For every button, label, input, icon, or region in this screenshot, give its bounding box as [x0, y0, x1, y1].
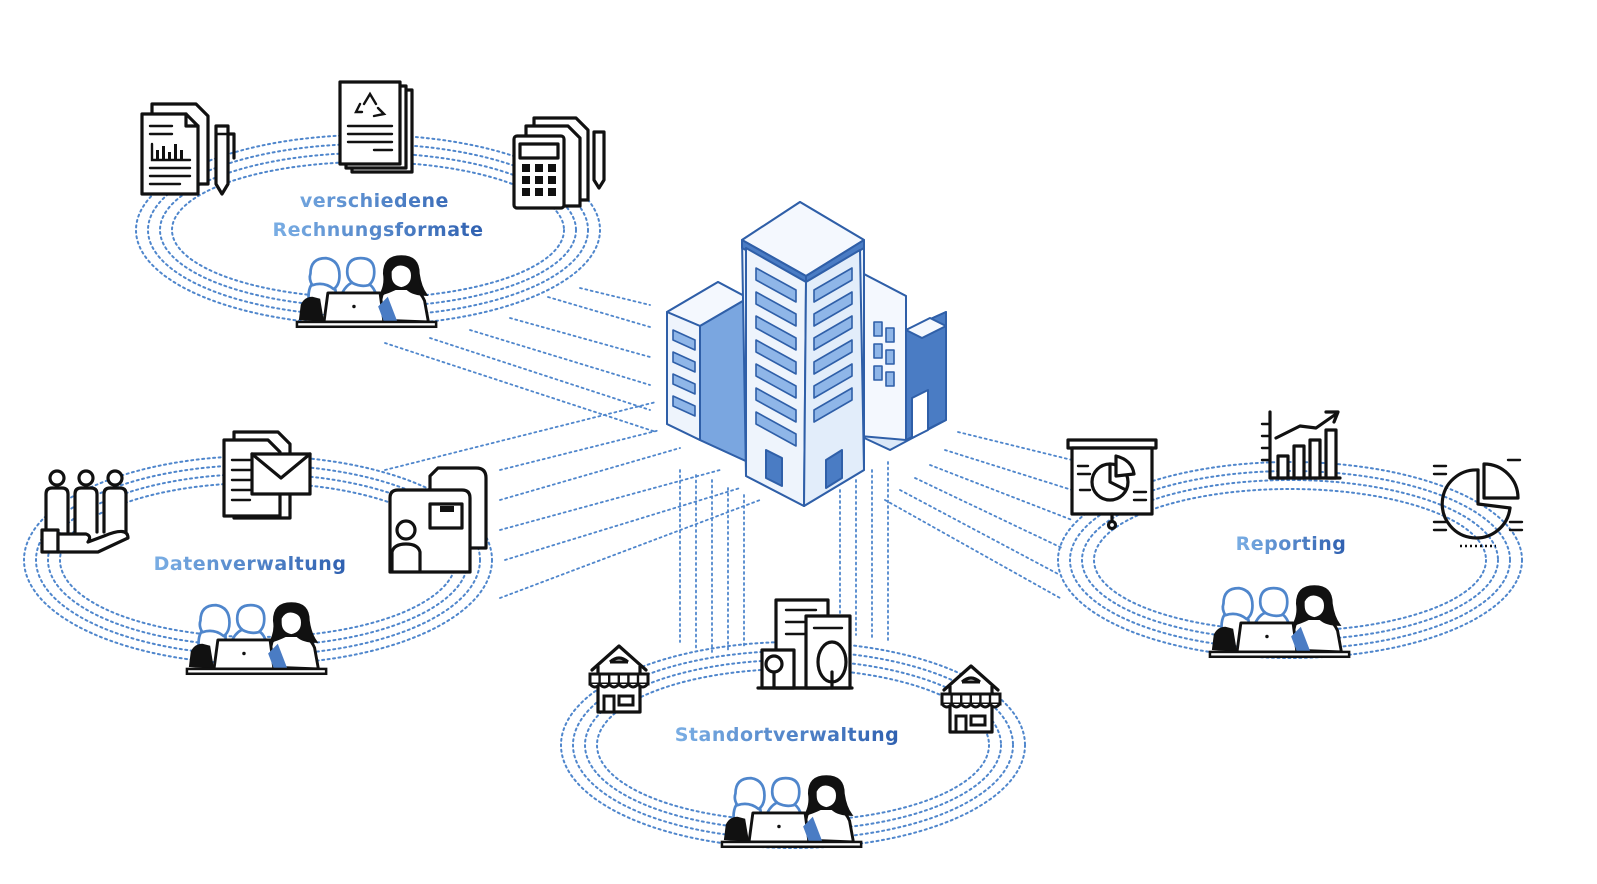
svg-text:Reporting: Reporting [1236, 533, 1347, 555]
team-laptop-icon [295, 254, 438, 329]
city-buildings-icon [756, 598, 854, 690]
label-standortverwaltung: Standortverwaltung [675, 724, 900, 746]
profile-cards-icon [388, 466, 488, 574]
presentation-board-icon [1066, 438, 1158, 531]
label-reporting: Reporting [1236, 533, 1347, 555]
cluster-reporting: Reporting [1066, 410, 1524, 659]
shop-icon [588, 644, 650, 714]
team-laptop-icon [720, 774, 863, 849]
growth-bar-chart-icon [1260, 410, 1342, 480]
svg-text:Standortverwaltung: Standortverwaltung [675, 724, 900, 746]
recycle-document-stack-icon [338, 80, 414, 174]
cluster-standortverwaltung: Standortverwaltung [588, 598, 1002, 849]
office-building-icon [666, 201, 947, 507]
label-datenverwaltung: Datenverwaltung [154, 553, 347, 575]
cluster-datenverwaltung: Datenverwaltung [40, 430, 488, 676]
connection-rays [384, 287, 1073, 653]
label-rechnungsformate-line2: Rechnungsformate [272, 219, 483, 241]
chart-document-pen-icon [140, 102, 236, 196]
team-laptop-icon [185, 601, 328, 676]
mail-document-icon [222, 430, 312, 520]
people-hand-icon [40, 469, 130, 554]
team-laptop-icon [1208, 584, 1351, 659]
cluster-rechnungsformate: verschiedene Rechnungsformate [140, 80, 606, 329]
label-rechnungsformate-line1: verschiedene [300, 190, 449, 212]
svg-text:verschiedene Rechnungsfo: verschiedene Rechnungsformate [272, 190, 483, 241]
pie-chart-icon [1432, 458, 1524, 548]
shop-icon [940, 664, 1002, 734]
calculator-document-pen-icon [512, 116, 606, 210]
svg-text:Datenverwaltung: Datenverwaltung [154, 553, 347, 575]
